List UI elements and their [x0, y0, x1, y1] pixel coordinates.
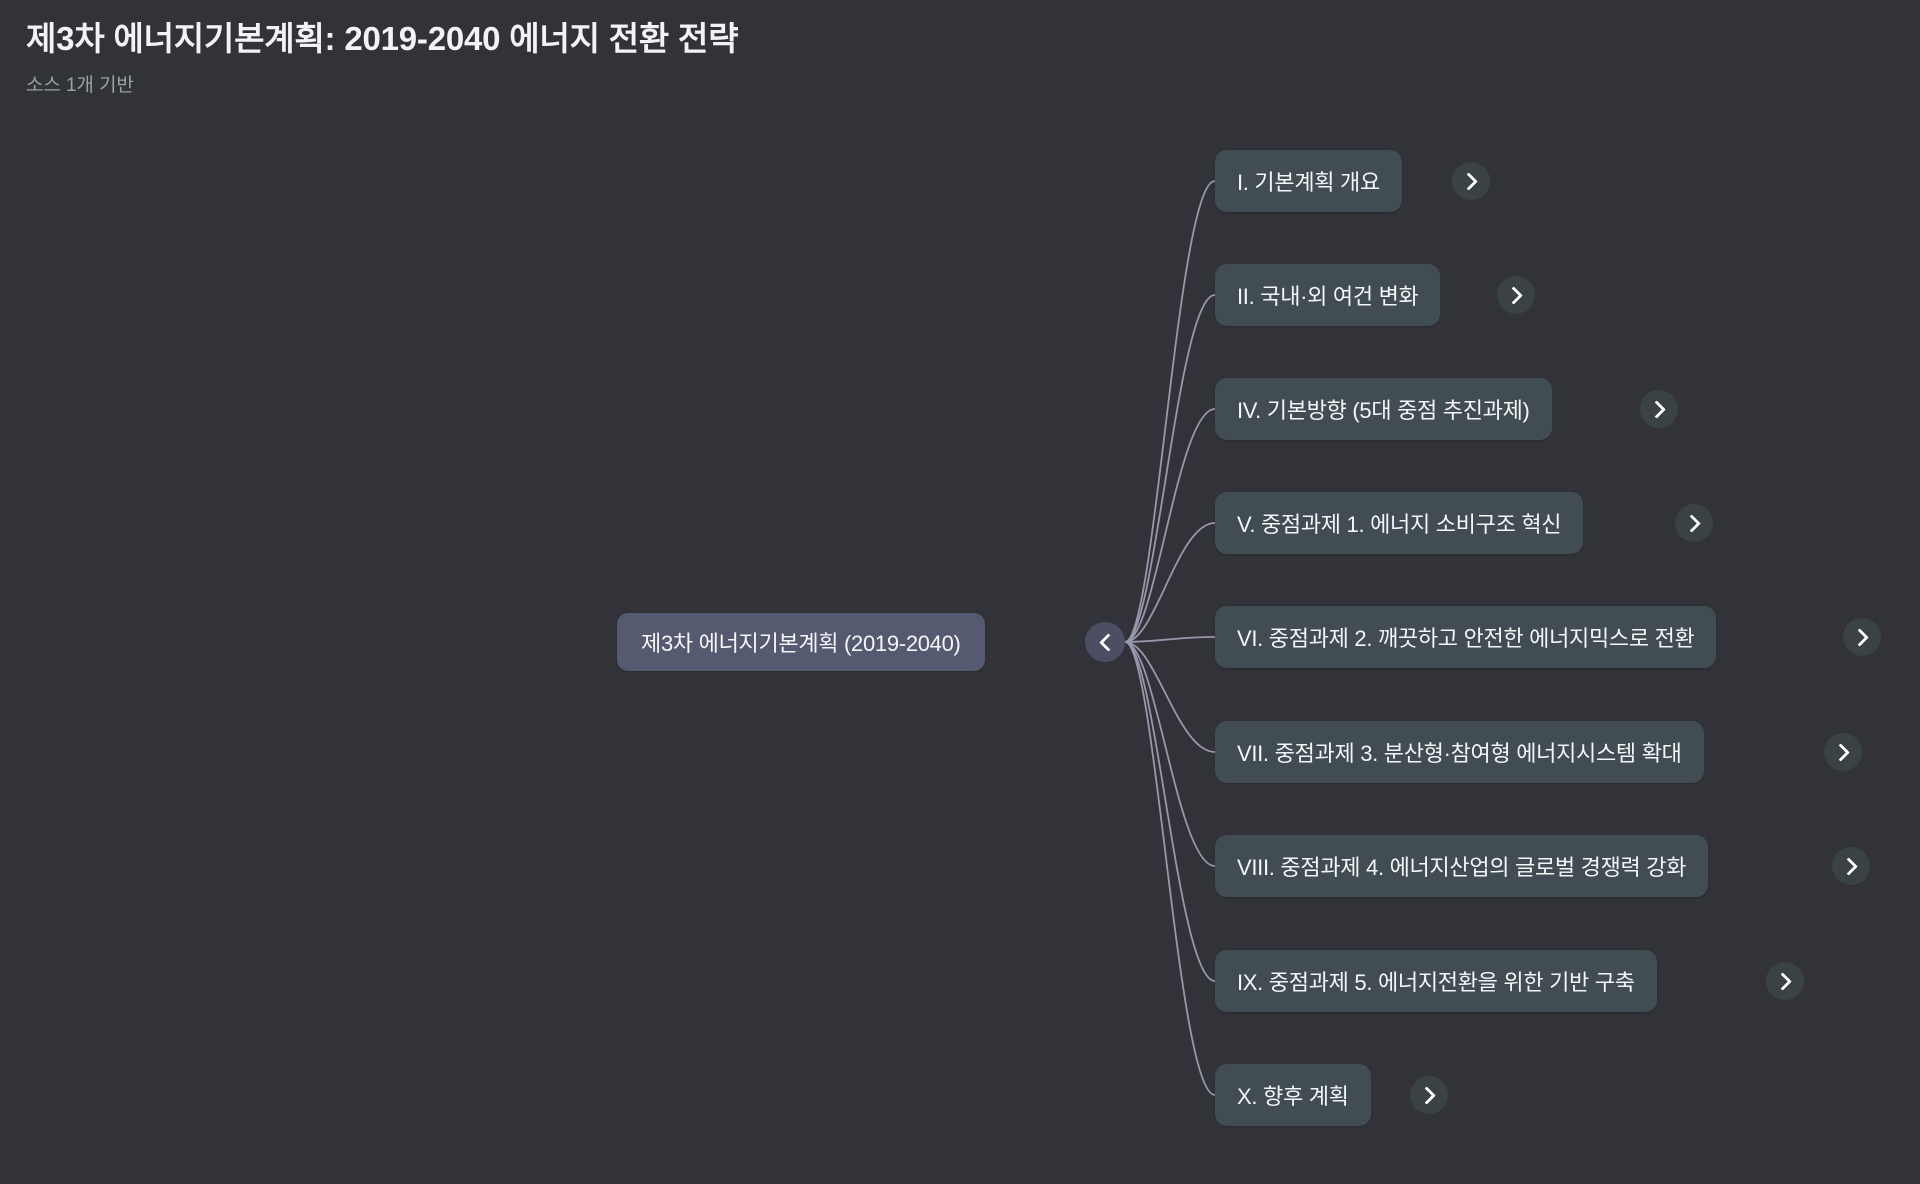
mindmap-node[interactable]: IX. 중점과제 5. 에너지전환을 위한 기반 구축	[1215, 950, 1657, 1012]
node-expand-toggle-x-향후-계획[interactable]	[1410, 1076, 1448, 1114]
chevron-right-icon	[1503, 285, 1523, 305]
mindmap-node[interactable]: X. 향후 계획	[1215, 1064, 1371, 1126]
node-expand-toggle-i-기본계획-개요[interactable]	[1452, 162, 1490, 200]
mindmap-connector	[1124, 641, 1216, 753]
mindmap-node[interactable]: VII. 중점과제 3. 분산형·참여형 에너지시스템 확대	[1215, 721, 1704, 783]
node-expand-toggle-viii-중점과제-4-에너지산업의-글로벌-경쟁력-강화[interactable]	[1832, 847, 1870, 885]
chevron-right-icon	[1416, 1085, 1436, 1105]
chevron-right-icon	[1849, 627, 1869, 647]
node-label: 제3차 에너지기본계획 (2019-2040)	[641, 631, 961, 656]
mindmap-connector	[1124, 641, 1216, 982]
mindmap-connector	[1124, 408, 1216, 643]
mindmap-node[interactable]: II. 국내·외 여건 변화	[1215, 264, 1441, 326]
chevron-right-icon	[1458, 171, 1478, 191]
node-expand-toggle-vii-중점과제-3-분산형-참여형-에너지시스템-확대[interactable]	[1824, 733, 1862, 771]
node-label: VIII. 중점과제 4. 에너지산업의 글로벌 경쟁력 강화	[1237, 855, 1687, 880]
page-subtitle: 소스 1개 기반	[26, 75, 134, 97]
chevron-right-icon	[1681, 513, 1701, 533]
node-label: V. 중점과제 1. 에너지 소비구조 혁신	[1237, 512, 1562, 537]
node-label: X. 향후 계획	[1237, 1084, 1349, 1109]
page-title: 제3차 에너지기본계획: 2019-2040 에너지 전환 전략	[26, 20, 739, 57]
mindmap-connector	[1124, 294, 1216, 643]
chevron-right-icon	[1646, 399, 1666, 419]
mindmap-connector	[1124, 180, 1216, 643]
node-expand-toggle-ii-국내-외-여건-변화[interactable]	[1497, 276, 1535, 314]
root-collapse-toggle[interactable]	[1085, 622, 1125, 662]
mindmap-connector	[1124, 641, 1216, 867]
mindmap-node[interactable]: VIII. 중점과제 4. 에너지산업의 글로벌 경쟁력 강화	[1215, 835, 1709, 897]
header: 제3차 에너지기본계획: 2019-2040 에너지 전환 전략 소스 1개 기…	[26, 18, 739, 97]
mindmap-root-node[interactable]: 제3차 에너지기본계획 (2019-2040)	[617, 613, 985, 671]
chevron-right-icon	[1838, 856, 1858, 876]
node-label: VI. 중점과제 2. 깨끗하고 안전한 에너지믹스로 전환	[1237, 626, 1695, 651]
node-label: VII. 중점과제 3. 분산형·참여형 에너지시스템 확대	[1237, 741, 1682, 766]
node-label: IV. 기본방향 (5대 중점 추진과제)	[1237, 398, 1530, 423]
mindmap-connector	[1124, 636, 1216, 643]
mindmap-node[interactable]: V. 중점과제 1. 에너지 소비구조 혁신	[1215, 492, 1584, 554]
chevron-left-icon	[1098, 632, 1118, 652]
mindmap-node[interactable]: I. 기본계획 개요	[1215, 150, 1402, 212]
node-label: II. 국내·외 여건 변화	[1237, 284, 1419, 309]
node-label: I. 기본계획 개요	[1237, 170, 1380, 195]
node-expand-toggle-ix-중점과제-5-에너지전환을-위한-기반-구축[interactable]	[1766, 962, 1804, 1000]
node-expand-toggle-v-중점과제-1-에너지-소비구조-혁신[interactable]	[1675, 504, 1713, 542]
mindmap-connector	[1124, 641, 1216, 1096]
mindmap-node[interactable]: IV. 기본방향 (5대 중점 추진과제)	[1215, 378, 1552, 440]
mindmap-connector	[1124, 522, 1216, 643]
chevron-right-icon	[1830, 742, 1850, 762]
mindmap-node[interactable]: VI. 중점과제 2. 깨끗하고 안전한 에너지믹스로 전환	[1215, 606, 1717, 668]
node-expand-toggle-iv-기본방향-5대-중점-추진과제[interactable]	[1640, 390, 1678, 428]
node-expand-toggle-vi-중점과제-2-깨끗하고-안전한-에너지믹스로-전환[interactable]	[1843, 618, 1881, 656]
chevron-right-icon	[1772, 971, 1792, 991]
node-label: IX. 중점과제 5. 에너지전환을 위한 기반 구축	[1237, 970, 1635, 995]
